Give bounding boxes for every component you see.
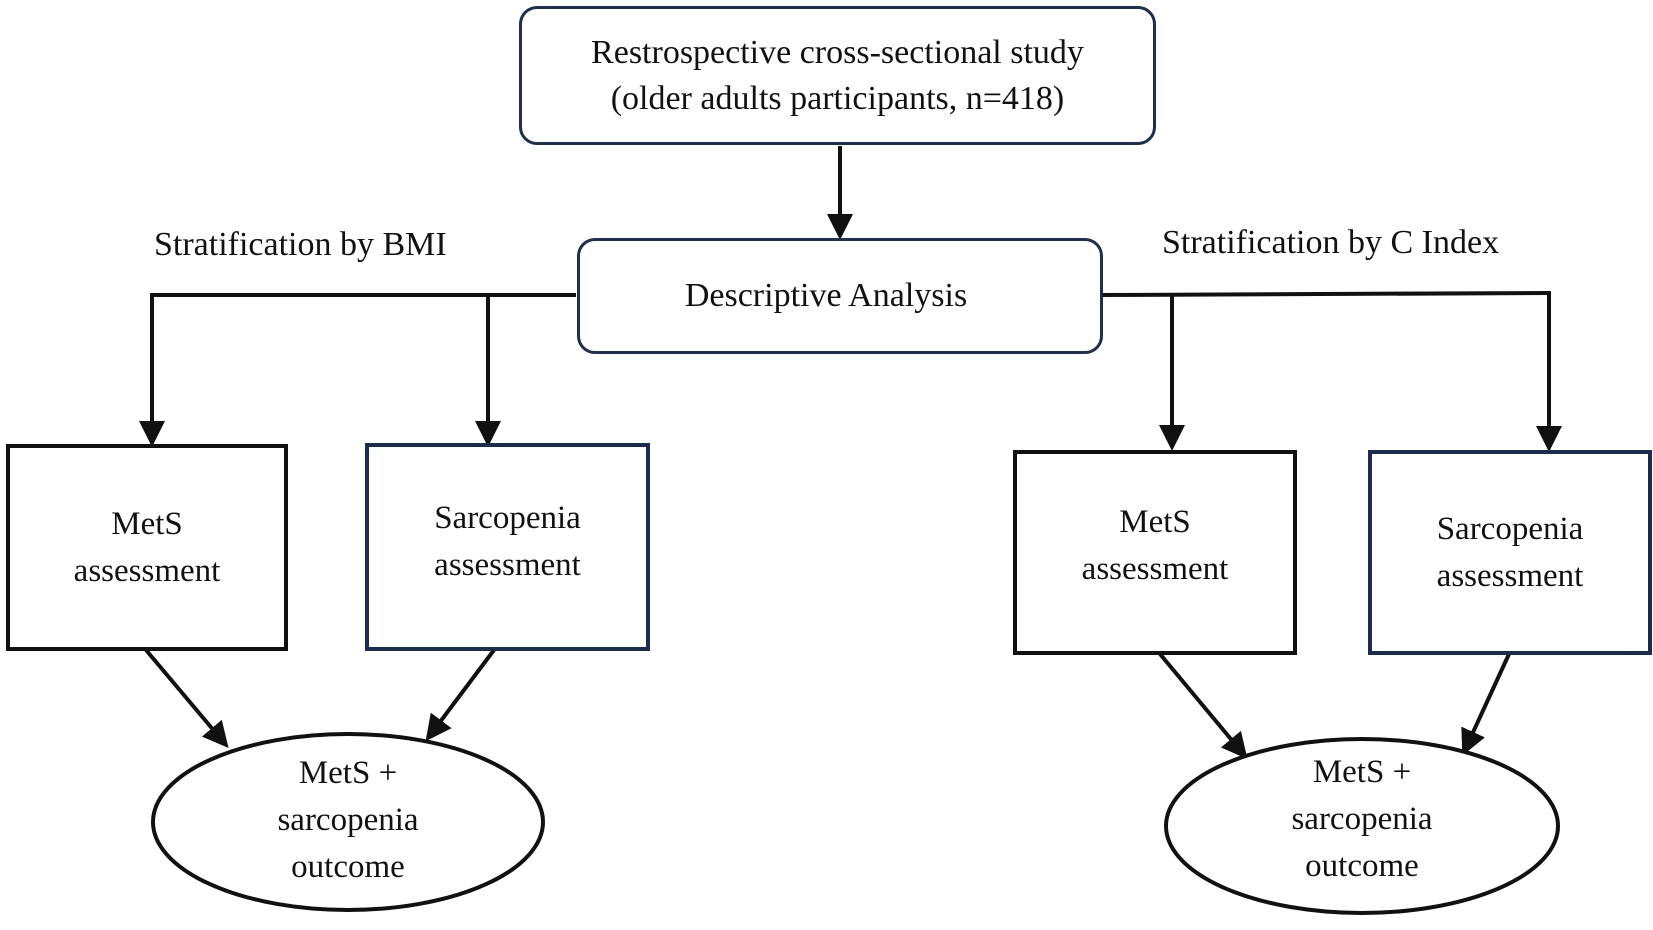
study-line-1: Restrospective cross-sectional study (591, 33, 1084, 71)
left-outcome-line-3: outcome (291, 848, 405, 885)
right-sarcopenia-line-1: Sarcopenia (1436, 510, 1584, 547)
right-sarcopenia-box: Sarcopenia assessment (1368, 450, 1652, 655)
left-sarcopenia-box: Sarcopenia assessment (365, 443, 650, 651)
left-sarcopenia-line-2: assessment (434, 547, 581, 583)
left-sarcopenia-line-1: Sarcopenia (434, 500, 581, 536)
left-mets-line-1: MetS (111, 505, 183, 542)
right-outcome-line-3: outcome (1305, 847, 1419, 884)
right-outcome-ellipse (1164, 737, 1560, 915)
left-outcome-line-1: MetS + (298, 754, 398, 791)
right-outcome-line-2: sarcopenia (1291, 800, 1433, 837)
right-mets-line-1: MetS (1119, 503, 1191, 540)
arrow-left-sarc-outcome (425, 648, 496, 742)
left-stratification-label: Stratification by BMI (154, 226, 447, 263)
study-line-2: (older adults participants, n=418) (610, 79, 1065, 117)
arrow-right-mets-outcome (1158, 652, 1248, 760)
right-stratification-label: Stratification by C Index (1162, 224, 1500, 261)
arrow-left-mets-outcome (144, 648, 229, 749)
right-outcome-line-1: MetS + (1312, 753, 1412, 790)
right-bus (1102, 291, 1552, 297)
left-outcome-line-2: sarcopenia (277, 801, 419, 838)
left-outcome-ellipse (151, 732, 545, 912)
right-mets-box: MetS assessment (1013, 450, 1297, 655)
left-mets-line-2: assessment (73, 552, 221, 589)
right-outcome: MetS + sarcopenia outcome (1166, 744, 1558, 894)
right-sarcopenia-line-2: assessment (1436, 557, 1584, 594)
right-mets-line-2: assessment (1081, 550, 1229, 587)
left-outcome: MetS + sarcopenia outcome (153, 745, 543, 895)
arrow-right-sarc-outcome (1461, 653, 1511, 756)
study-box: Restrospective cross-sectional study (ol… (519, 6, 1156, 145)
descriptive-analysis-box: Descriptive Analysis (577, 238, 1103, 354)
descriptive-analysis-label: Descriptive Analysis (684, 277, 968, 314)
left-mets-box: MetS assessment (6, 444, 288, 651)
